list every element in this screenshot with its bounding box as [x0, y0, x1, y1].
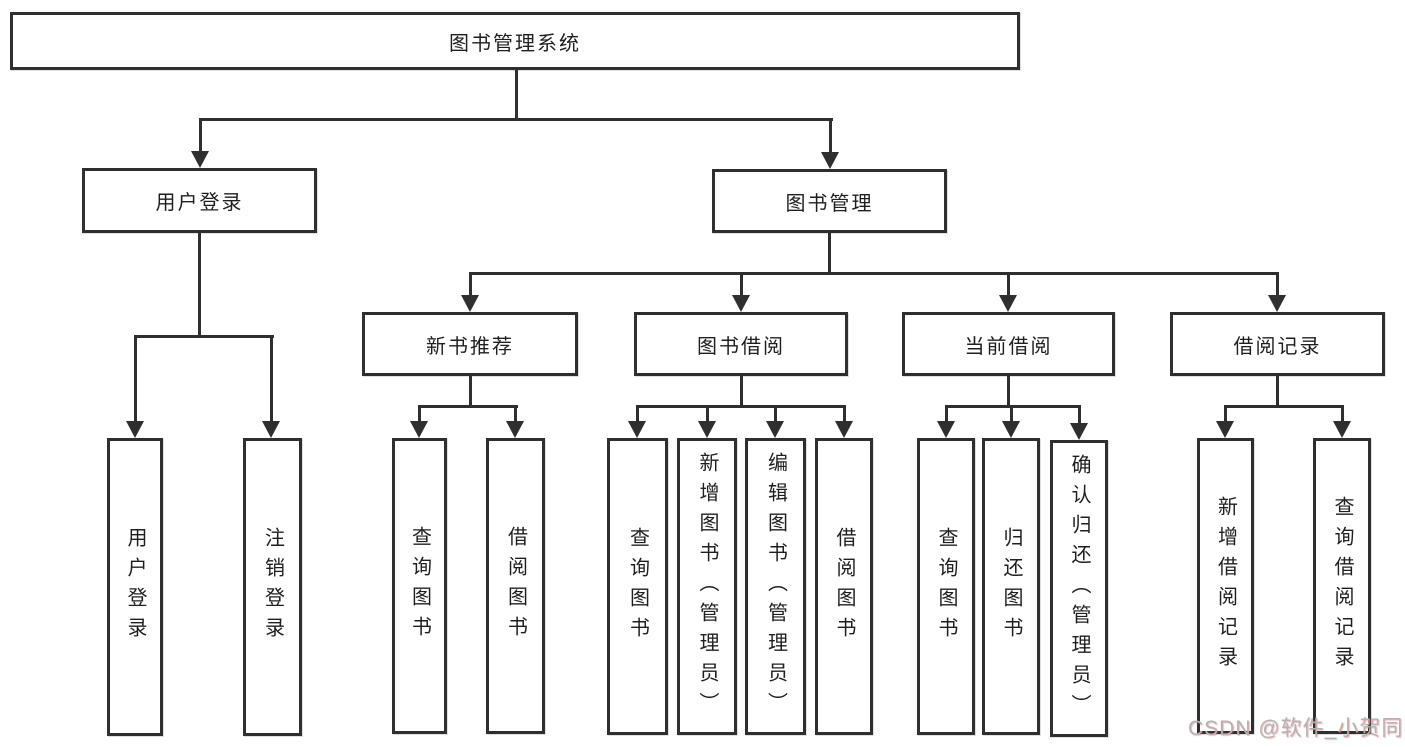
- leaf-query-borrow-record: 查询借阅记录: [1313, 438, 1371, 734]
- node-label: 查询图书: [408, 526, 431, 646]
- node-current-borrowing: 当前借阅: [902, 312, 1115, 376]
- edge-vline: [706, 405, 709, 423]
- edge-vline: [270, 335, 273, 423]
- edge-vline: [828, 233, 831, 274]
- arrowhead-down-icon: [732, 295, 750, 312]
- edge-vline: [514, 405, 517, 423]
- node-label: 借阅图书: [504, 526, 527, 646]
- edge-vline: [198, 233, 201, 337]
- leaf-add-books-admin: 新增图书（管理员）: [677, 438, 737, 735]
- leaf-user-login: 用户登录: [107, 438, 163, 736]
- edge-hline: [469, 272, 1279, 275]
- arrowhead-down-icon: [999, 295, 1017, 312]
- arrowhead-down-icon: [698, 421, 716, 438]
- edge-vline: [515, 70, 518, 120]
- node-book-borrowing: 图书借阅: [634, 312, 848, 376]
- node-label: 查询借阅记录: [1331, 496, 1353, 676]
- edge-vline: [469, 272, 472, 297]
- arrowhead-down-icon: [1333, 421, 1351, 438]
- edge-vline: [134, 335, 137, 423]
- leaf-add-borrow-record: 新增借阅记录: [1197, 438, 1254, 734]
- edge-vline: [945, 405, 948, 423]
- edge-vline: [469, 376, 472, 407]
- leaf-query-books-current: 查询图书: [917, 438, 975, 735]
- edge-vline: [740, 376, 743, 407]
- node-borrowing-records: 借阅记录: [1170, 312, 1385, 376]
- node-label: 用户登录: [124, 527, 146, 647]
- leaf-return-books: 归还图书: [982, 438, 1040, 735]
- arrowhead-down-icon: [821, 152, 839, 169]
- arrowhead-down-icon: [766, 421, 784, 438]
- arrowhead-down-icon: [410, 421, 428, 438]
- node-new-book-recommendation: 新书推荐: [362, 312, 578, 376]
- node-label: 用户登录: [155, 192, 244, 214]
- edge-vline: [636, 405, 639, 423]
- edge-vline: [774, 405, 777, 423]
- edge-hline: [418, 405, 518, 408]
- node-label: 图书管理系统: [449, 32, 581, 55]
- node-label: 注销登录: [261, 527, 284, 647]
- node-label: 图书管理: [785, 192, 874, 215]
- node-label: 图书借阅: [697, 335, 785, 358]
- node-label: 查询图书: [935, 526, 957, 647]
- node-library-management-system: 图书管理系统: [10, 12, 1020, 70]
- arrowhead-down-icon: [937, 421, 955, 438]
- node-label: 新增图书（管理员）: [696, 451, 718, 722]
- arrowhead-down-icon: [835, 421, 853, 438]
- node-label: 借阅图书: [833, 526, 855, 647]
- arrowhead-down-icon: [1070, 423, 1088, 440]
- leaf-logout: 注销登录: [243, 438, 302, 736]
- edge-hline: [134, 335, 274, 338]
- edge-vline: [1010, 405, 1013, 423]
- node-label: 归还图书: [1000, 526, 1022, 647]
- arrowhead-down-icon: [191, 151, 209, 168]
- edge-vline: [418, 405, 421, 423]
- arrowhead-down-icon: [1268, 295, 1286, 312]
- edge-vline: [199, 118, 202, 154]
- node-label: 新书推荐: [426, 335, 514, 358]
- arrowhead-down-icon: [506, 421, 524, 438]
- edge-vline: [1276, 272, 1279, 297]
- node-user-login: 用户登录: [82, 168, 317, 233]
- node-book-management: 图书管理: [712, 169, 947, 233]
- node-label: 当前借阅: [964, 335, 1053, 358]
- edge-vline: [1078, 405, 1081, 425]
- node-label: 编辑图书（管理员）: [764, 451, 787, 722]
- leaf-query-books-borrowing: 查询图书: [607, 438, 668, 735]
- edge-vline: [1341, 405, 1344, 423]
- edge-vline: [829, 118, 832, 155]
- edge-hline: [199, 118, 833, 121]
- leaf-confirm-return-admin: 确认归还（管理员）: [1050, 440, 1108, 737]
- edge-vline: [1276, 376, 1279, 407]
- edge-vline: [843, 405, 846, 423]
- edge-vline: [1224, 405, 1227, 423]
- edge-vline: [1007, 272, 1010, 297]
- edge-hline: [1224, 405, 1343, 408]
- arrowhead-down-icon: [628, 421, 646, 438]
- node-label: 新增借阅记录: [1214, 496, 1237, 676]
- node-label: 借阅记录: [1233, 335, 1322, 358]
- node-label: 确认归还（管理员）: [1068, 453, 1090, 724]
- edge-vline: [1007, 376, 1010, 407]
- csdn-watermark: CSDN @软件_小贺同学: [1188, 717, 1405, 740]
- arrowhead-down-icon: [1216, 421, 1234, 438]
- edge-vline: [740, 272, 743, 297]
- leaf-borrow-books-recommend: 借阅图书: [486, 438, 545, 734]
- leaf-query-books-recommend: 查询图书: [392, 438, 447, 734]
- arrowhead-down-icon: [1002, 421, 1020, 438]
- arrowhead-down-icon: [262, 421, 280, 438]
- leaf-borrow-books-borrowing: 借阅图书: [815, 438, 873, 735]
- node-label: 查询图书: [626, 526, 649, 647]
- leaf-edit-books-admin: 编辑图书（管理员）: [745, 438, 806, 735]
- arrowhead-down-icon: [461, 295, 479, 312]
- arrowhead-down-icon: [126, 421, 144, 438]
- edge-hline: [636, 405, 845, 408]
